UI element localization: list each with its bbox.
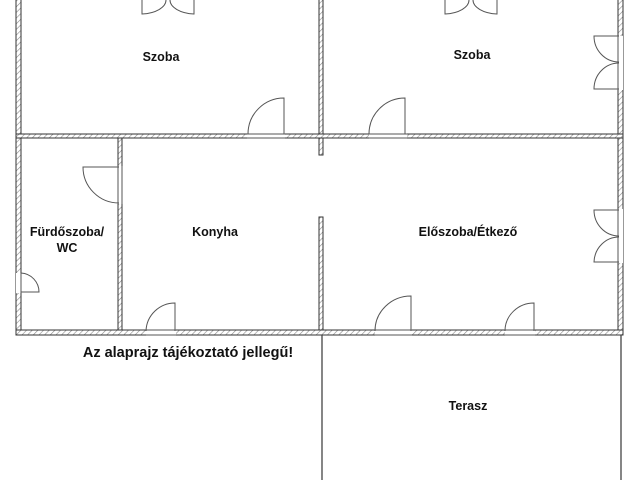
- room-label-bedroom-right: Szoba: [454, 48, 492, 62]
- wall-horizontal-middle: [15, 133, 624, 139]
- double-door-icon: [141, 0, 195, 15]
- double-door-icon: [593, 209, 623, 263]
- walls: [15, 0, 624, 336]
- double-door-icon: [444, 0, 498, 15]
- doors: [16, 0, 623, 336]
- door-icon: [504, 302, 535, 336]
- door-icon: [145, 302, 176, 336]
- disclaimer-note: Az alaprajz tájékoztató jellegű!: [83, 345, 293, 361]
- outer-wall-bottom: [15, 329, 624, 336]
- room-label-kitchen: Konyha: [192, 225, 239, 239]
- door-icon: [368, 97, 407, 139]
- door-icon: [82, 166, 123, 204]
- terrace-outline: [321, 335, 622, 480]
- door-icon: [16, 272, 40, 293]
- wall-middle-bottom: [318, 216, 324, 336]
- room-label-bathroom-line1: Fürdőszoba/: [30, 225, 105, 239]
- wall-middle-top: [318, 0, 324, 156]
- door-icon: [374, 295, 412, 336]
- double-door-icon: [593, 35, 623, 90]
- room-label-bedroom-left: Szoba: [143, 50, 181, 64]
- door-icon: [247, 97, 285, 139]
- room-label-hall-dining: Előszoba/Étkező: [419, 224, 518, 239]
- room-label-bathroom-line2: WC: [57, 241, 78, 255]
- room-label-terrace: Terasz: [449, 399, 488, 413]
